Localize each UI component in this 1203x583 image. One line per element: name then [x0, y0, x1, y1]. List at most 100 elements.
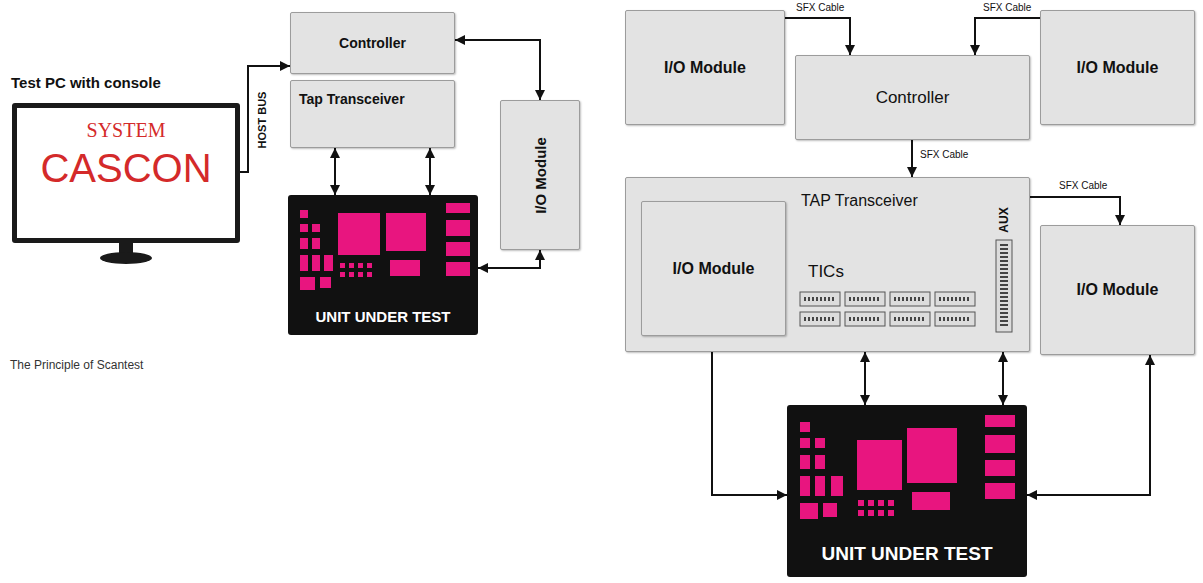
art-shape [446, 262, 470, 276]
art-shape [324, 255, 333, 271]
art-shape [888, 510, 894, 516]
module-box: I/O Module [625, 10, 785, 125]
node-label: I/O Module [1077, 281, 1159, 299]
art-shape [888, 500, 894, 506]
connector [455, 40, 540, 100]
art-shape [894, 317, 926, 321]
art-shape [446, 203, 470, 213]
art-shape [890, 292, 930, 306]
art-shape [800, 476, 810, 496]
node-label: Controller [876, 88, 950, 108]
art-shape [935, 312, 975, 326]
art-shape [100, 252, 152, 264]
cable-label: SFX Cable [795, 2, 845, 13]
module-box: I/O Module [500, 100, 580, 250]
screen-text: SYSTEM [87, 119, 166, 142]
art-shape [288, 195, 478, 335]
art-shape [996, 240, 1012, 332]
art-shape [939, 317, 971, 321]
circuit-board [787, 405, 1027, 577]
art-shape [823, 503, 837, 517]
art-shape [446, 220, 470, 236]
art-shape [857, 440, 902, 490]
monitor-screen: Test PC with consoleSYSTEMCASCON [12, 103, 240, 243]
art-shape [831, 476, 843, 496]
node-label: I/O Module [664, 59, 746, 77]
part-label: AUX [997, 207, 1011, 232]
art-shape [800, 503, 818, 519]
art-shape [878, 510, 884, 516]
art-shape [386, 213, 426, 251]
node-label: I/O Module [1077, 59, 1159, 77]
art-shape [804, 297, 836, 301]
art-shape [312, 224, 320, 232]
node-label: UNIT UNDER TEST [316, 308, 451, 325]
node-label: I/O Module [673, 260, 755, 278]
connector [1002, 352, 1004, 405]
module-box: I/O Module [1040, 10, 1195, 125]
art-shape [800, 292, 840, 306]
art-shape [935, 292, 975, 306]
art-shape [858, 500, 864, 506]
circuit-board [288, 195, 478, 335]
connector [1027, 355, 1150, 495]
aux-connector [996, 240, 1012, 332]
caption-holder: The Principle of Scantest [10, 358, 143, 372]
art-shape [312, 255, 320, 271]
label-holder: HOST BUS [256, 91, 268, 150]
cable-label: SFX Cable [982, 2, 1032, 13]
module-box: Tap Transceiver [290, 80, 455, 148]
art-shape [939, 297, 971, 301]
connector [911, 140, 913, 177]
art-shape [349, 272, 354, 277]
connector [864, 352, 866, 405]
art-shape [312, 238, 320, 249]
art-shape [985, 415, 1015, 427]
art-shape [340, 263, 345, 268]
label-holder: SFX Cable [795, 2, 845, 13]
art-shape [849, 297, 881, 301]
module-box: Controller [290, 12, 455, 74]
art-shape [845, 292, 885, 306]
art-shape [340, 272, 345, 277]
art-shape [300, 224, 308, 232]
connector [712, 336, 787, 495]
label-holder: AUX [997, 207, 1011, 232]
art-shape [338, 213, 380, 255]
connector [240, 66, 290, 172]
label-holder: SFX Cable [1058, 180, 1108, 191]
screen-text: CASCON [40, 146, 211, 191]
art-shape [868, 510, 874, 516]
art-shape [800, 415, 1015, 519]
node-label: TAP Transceiver [801, 192, 918, 210]
cable-label: SFX Cable [919, 149, 969, 160]
art-shape [787, 405, 1027, 577]
art-shape [367, 263, 372, 268]
module-box: I/O Module [1040, 225, 1195, 355]
art-shape [849, 317, 881, 321]
art-shape [912, 492, 950, 510]
art-shape [320, 277, 331, 288]
art-shape [300, 203, 470, 290]
art-shape [300, 210, 308, 218]
label-holder: TICs [808, 262, 844, 282]
module-box: Controller [795, 55, 1030, 140]
module-box: I/O Module [641, 201, 786, 336]
art-shape [815, 476, 825, 496]
art-shape [349, 263, 354, 268]
art-shape [1000, 244, 1008, 328]
node-label: UNIT UNDER TEST [822, 543, 993, 565]
art-shape [804, 317, 836, 321]
art-shape [800, 312, 840, 326]
art-shape [858, 510, 864, 516]
connector [429, 148, 431, 195]
art-shape [907, 428, 957, 483]
art-shape [367, 272, 372, 277]
art-shape [119, 243, 133, 253]
unit-under-test: UNIT UNDER TEST [787, 405, 1027, 577]
art-shape [804, 299, 971, 319]
art-shape [890, 312, 930, 326]
art-shape [985, 435, 1015, 453]
device-heading: Test PC with console [11, 74, 161, 91]
